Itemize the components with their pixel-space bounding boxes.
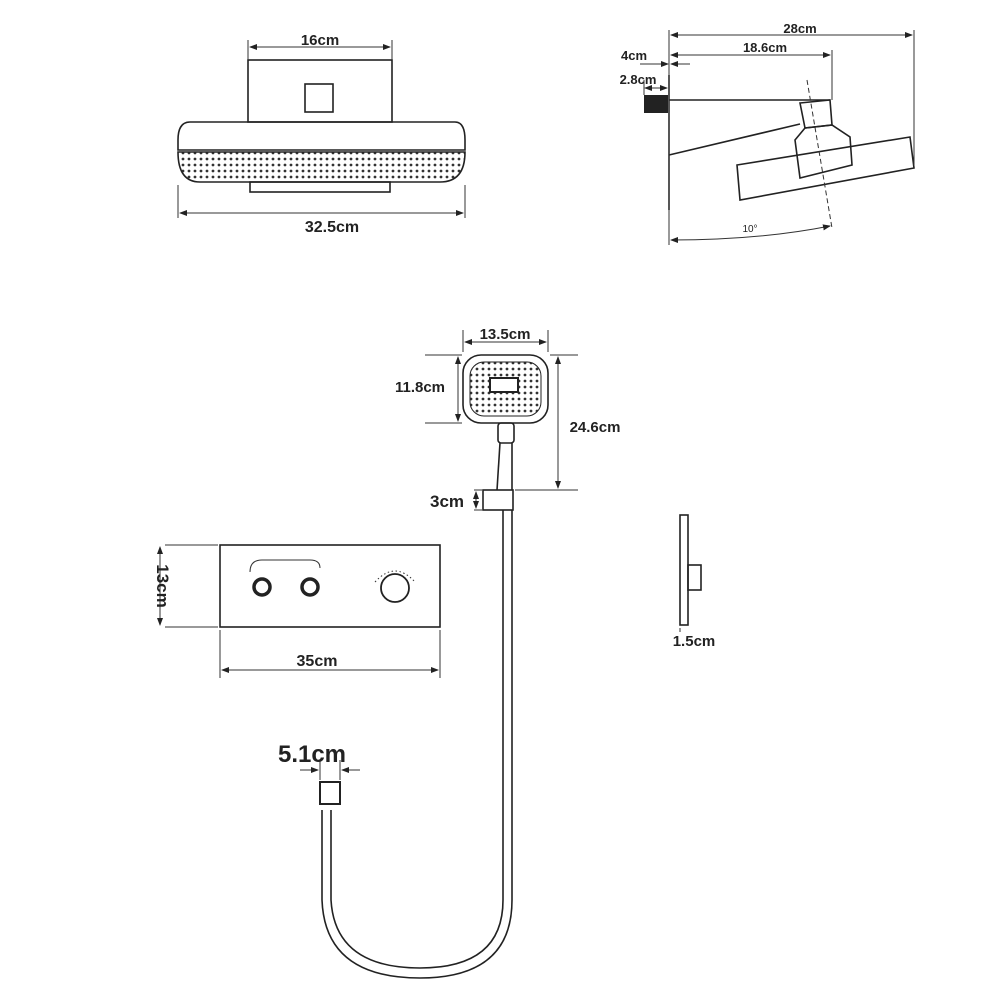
dim-rain-head-top-width: 16cm <box>301 32 339 49</box>
dim-side-depth: 28cm <box>783 21 816 36</box>
rain-head-front-view: 16cm 32.5cm <box>177 32 466 236</box>
dim-arm-length: 18.6cm <box>743 40 787 55</box>
dim-panel-width: 35cm <box>297 653 338 670</box>
dim-wall-plate: 4cm <box>621 48 647 63</box>
dim-inlet: 2.8cm <box>620 72 657 87</box>
diverter-button-2 <box>300 577 320 597</box>
dim-tilt-angle: 10° <box>742 224 757 235</box>
control-panel-front: 13cm 35cm <box>153 544 441 678</box>
dim-hose-connector: 5.1cm <box>278 741 346 768</box>
dim-hand-head-height: 11.8cm <box>395 379 445 396</box>
diverter-button-1 <box>252 577 272 597</box>
dim-panel-height: 13cm <box>153 564 172 607</box>
dim-panel-depth: 1.5cm <box>673 633 716 650</box>
hand-shower: 13.5cm 11.8cm 24.6cm 3cm <box>395 326 620 511</box>
shower-hose: 5.1cm <box>278 510 513 979</box>
dim-rain-head-width: 32.5cm <box>305 219 359 236</box>
control-panel-side: 1.5cm <box>673 514 716 650</box>
dim-hand-length: 24.6cm <box>570 419 621 436</box>
dim-holder: 3cm <box>430 492 464 511</box>
rain-head-side-view: 28cm 18.6cm 4cm 2.8cm 10° <box>620 21 915 245</box>
thermostat-knob <box>380 573 410 603</box>
dim-hand-head-width: 13.5cm <box>480 326 531 343</box>
